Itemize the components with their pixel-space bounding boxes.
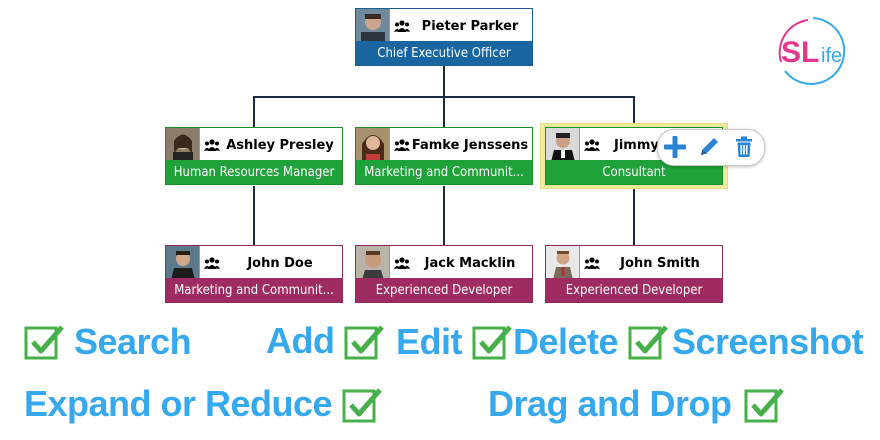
check-icon [344, 325, 384, 360]
node-name: Jimmy [614, 137, 659, 153]
node-name: Pieter Parker [421, 18, 519, 34]
node-name: Jack Macklin [424, 255, 516, 271]
node-name: John Smith [620, 255, 700, 271]
node-title: Human Resources Manager [166, 160, 342, 184]
org-node-marketing-lead[interactable]: Famke Jenssens Marketing and Communit... [355, 127, 533, 185]
feature-expand: Expand or Reduce [24, 383, 333, 424]
avatar [546, 246, 580, 280]
node-name: John Doe [247, 255, 313, 271]
connector-left-down [253, 96, 255, 127]
feature-search: Search [74, 321, 192, 362]
check-icon [24, 325, 64, 360]
feature-drag-drop: Drag and Drop [488, 383, 732, 424]
check-icon [744, 388, 784, 423]
group-icon[interactable] [584, 139, 600, 151]
connector-center-down [443, 96, 445, 127]
feature-screenshot: Screenshot [672, 321, 864, 362]
avatar [356, 128, 390, 162]
avatar [356, 9, 390, 43]
node-name: Ashley Presley [226, 137, 334, 153]
node-title: Experienced Developer [546, 278, 722, 302]
feature-edit: Edit [396, 321, 463, 362]
check-icon [628, 325, 668, 360]
org-node-marketing-staff[interactable]: John Doe Marketing and Communit... [165, 245, 343, 303]
connector-center-child [443, 186, 445, 246]
group-icon[interactable] [394, 257, 410, 269]
check-icon [342, 388, 382, 423]
node-title: Chief Executive Officer [356, 41, 532, 65]
connector-left-child [253, 186, 255, 246]
slife-logo: SL ife [773, 14, 853, 88]
avatar [356, 246, 390, 280]
node-action-toolbar [657, 129, 765, 166]
add-icon[interactable] [662, 134, 688, 160]
node-title: Marketing and Communit... [166, 278, 342, 302]
avatar [166, 246, 200, 280]
group-icon[interactable] [204, 257, 220, 269]
connector-root-down [443, 66, 445, 97]
group-icon[interactable] [394, 20, 410, 32]
avatar [166, 128, 200, 162]
feature-delete: Delete [513, 321, 619, 362]
group-icon[interactable] [204, 139, 220, 151]
org-node-developer-1[interactable]: Jack Macklin Experienced Developer [355, 245, 533, 303]
group-icon[interactable] [584, 257, 600, 269]
node-name: Famke Jenssens [411, 137, 529, 153]
node-title: Experienced Developer [356, 278, 532, 302]
org-node-ceo[interactable]: Pieter Parker Chief Executive Officer [355, 8, 533, 66]
org-node-hr-manager[interactable]: Ashley Presley Human Resources Manager [165, 127, 343, 185]
connector-right-child [633, 186, 635, 246]
group-icon[interactable] [394, 139, 410, 151]
svg-text:ife: ife [821, 45, 842, 67]
svg-text:SL: SL [781, 36, 819, 69]
feature-add: Add [266, 320, 335, 361]
connector-right-down [633, 96, 635, 127]
check-icon [472, 325, 512, 360]
avatar [546, 128, 580, 162]
trash-icon[interactable] [731, 134, 757, 160]
node-title: Marketing and Communit... [356, 160, 532, 184]
org-node-developer-2[interactable]: John Smith Experienced Developer [545, 245, 723, 303]
pencil-icon[interactable] [696, 134, 722, 160]
